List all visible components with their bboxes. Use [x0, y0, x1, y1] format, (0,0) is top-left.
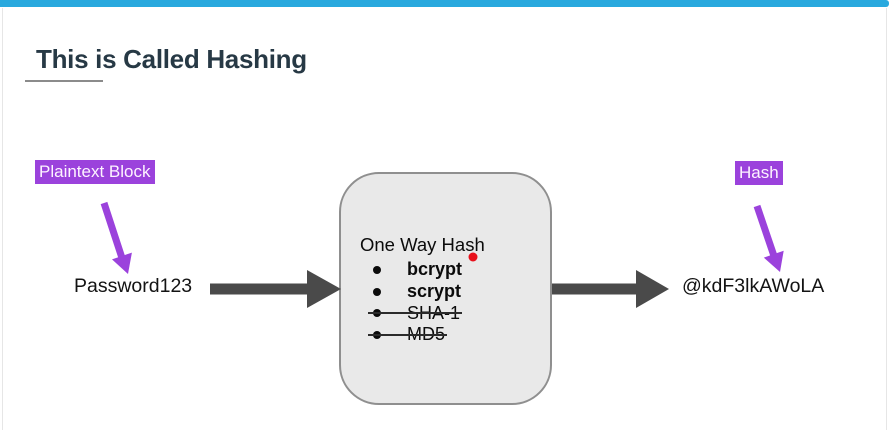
hash-pointer-arrow-icon — [753, 204, 784, 272]
algorithm-label: bcrypt — [407, 259, 463, 280]
plaintext-value: Password123 — [74, 275, 193, 297]
plaintext-pointer-arrow-icon — [100, 201, 132, 274]
bullet-icon — [373, 265, 381, 274]
algorithm-item-sha1: SHA-1 — [368, 302, 463, 324]
algorithm-item-scrypt: scrypt — [373, 281, 461, 303]
input-flow-arrow-icon — [210, 270, 341, 308]
accent-bar — [0, 0, 889, 7]
hash-value: @kdF3lkAWoLA — [682, 275, 825, 297]
output-flow-arrow-icon — [552, 270, 669, 308]
strikethrough-line — [368, 333, 448, 337]
slide-right-edge — [886, 8, 887, 430]
hash-box-content: One Way Hash bcrypt scrypt SHA-1 MD — [359, 234, 485, 346]
algorithm-list: bcrypt scrypt SHA-1 MD5 — [368, 259, 485, 346]
hash-box-heading: One Way Hash — [360, 234, 485, 255]
algorithm-label: scrypt — [407, 281, 462, 302]
bullet-icon — [373, 287, 381, 296]
one-way-hash-box: One Way Hash bcrypt scrypt SHA-1 MD — [339, 172, 552, 405]
strikethrough-line — [368, 311, 463, 315]
hash-label: Hash — [735, 161, 783, 185]
algorithm-item-md5: MD5 — [368, 324, 448, 346]
plaintext-block-label: Plaintext Block — [35, 160, 155, 184]
algorithm-item-bcrypt: bcrypt — [373, 259, 462, 281]
title-underline — [25, 80, 103, 82]
slide-left-edge — [2, 8, 3, 430]
page-title: This is Called Hashing — [36, 44, 307, 75]
